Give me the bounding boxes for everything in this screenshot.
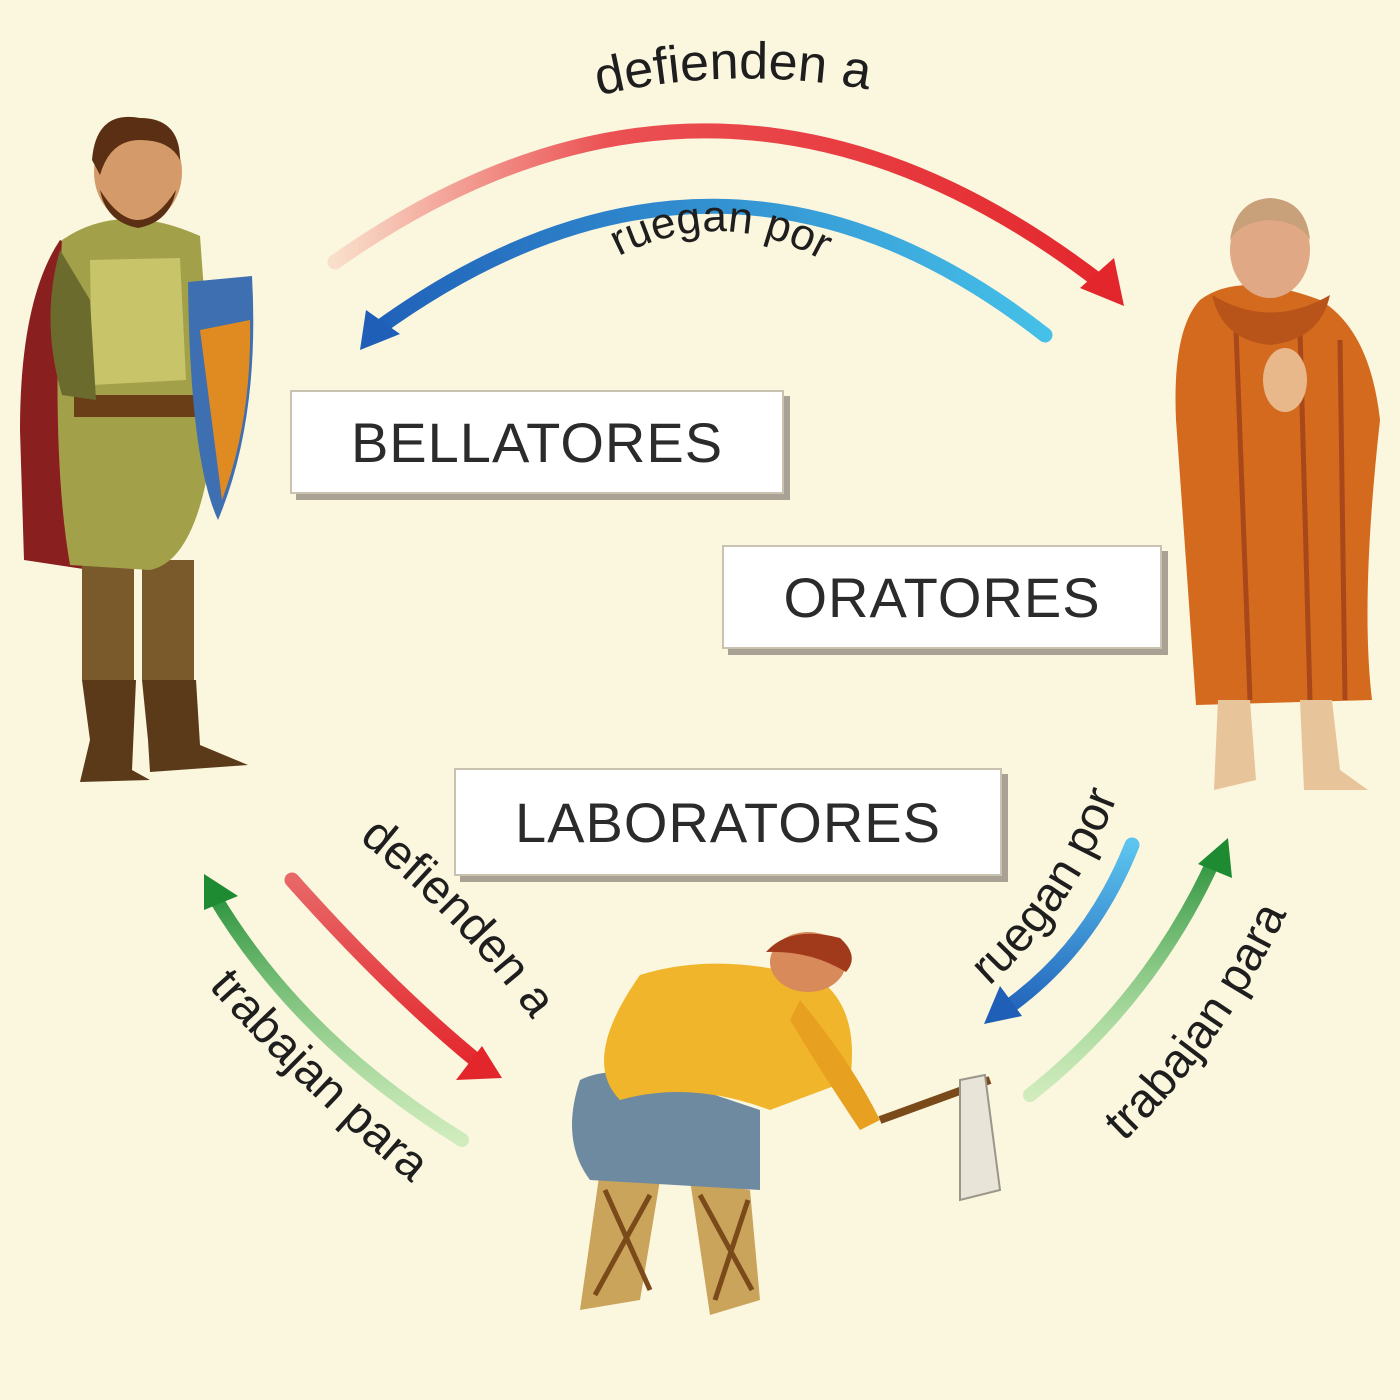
arrow-left-defend: [284, 872, 502, 1080]
label-top-defend: defienden a: [589, 32, 876, 107]
monk-figure: [1175, 198, 1380, 790]
laboratores-label: LABORATORES: [454, 768, 1002, 876]
oratores-label: ORATORES: [722, 545, 1162, 649]
arrow-left-work: [204, 874, 469, 1147]
peasant-figure: [572, 932, 1002, 1315]
knight-figure: [20, 116, 254, 782]
label-right-work: trabajan para: [1094, 894, 1297, 1150]
arrow-top-pray: [360, 198, 1053, 350]
label-top-pray: ruegan por: [602, 192, 840, 269]
arrow-right-pray: [984, 837, 1140, 1024]
arrow-top-defend: [327, 123, 1124, 306]
bellatores-label: BELLATORES: [290, 390, 784, 494]
arrow-right-work: [1023, 838, 1232, 1102]
